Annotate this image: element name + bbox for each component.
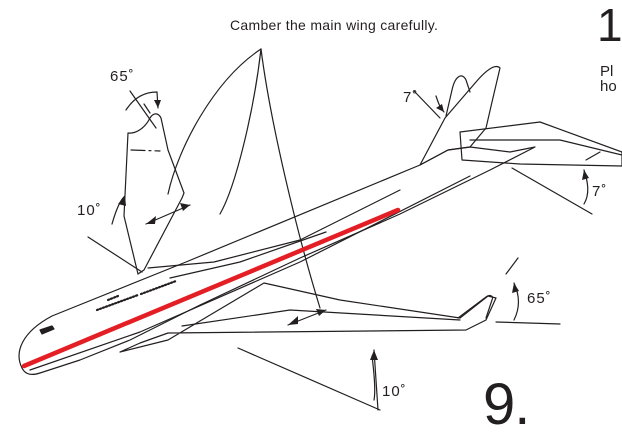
arrowhead: [118, 196, 126, 206]
right-main-wing: [119, 282, 497, 353]
stab-guide-1: [511, 167, 593, 215]
stabilizer-angle-label: 7˚: [592, 183, 608, 200]
tail-tip: [445, 75, 471, 117]
tail-guide-1: [413, 90, 441, 119]
arrowhead: [512, 283, 519, 293]
wing-root-fairing: [147, 189, 401, 269]
left-dihedral-angle-label: 10˚: [77, 202, 102, 219]
arrowhead: [154, 100, 161, 108]
stabilizer-inner: [469, 139, 622, 156]
windshield: [39, 325, 55, 335]
next-step-text-line1: Pl: [600, 63, 614, 80]
left-dihedral-arc: [111, 195, 126, 225]
camber-leader-2: [167, 48, 262, 195]
arrowhead: [582, 170, 589, 180]
arrowhead: [316, 309, 326, 316]
left-ground-line: [87, 236, 143, 273]
wing-root-fairing-2: [169, 231, 327, 279]
horizontal-stabilizer: [459, 121, 622, 167]
arrowhead: [146, 216, 156, 224]
right-sweep-angle-label: 65˚: [527, 290, 552, 307]
right-wing-inner-line: [181, 309, 461, 327]
arrowhead: [180, 203, 190, 211]
next-step-number: 1: [597, 0, 622, 51]
cabin-windows: [95, 279, 178, 312]
right-sweep-guide-2: [505, 257, 519, 275]
left-wing-fin: [123, 113, 185, 275]
right-dihedral-line: [237, 347, 381, 411]
arrowhead: [370, 350, 378, 360]
fuselage-keel: [29, 175, 471, 371]
camber-instruction: Camber the main wing carefully.: [230, 17, 439, 33]
arrowhead: [436, 104, 444, 112]
camber-leader-3: [260, 48, 321, 309]
red-fold-stripe: [21, 207, 401, 369]
right-sweep-guide: [495, 321, 561, 325]
left-sweep-guide: [129, 90, 157, 129]
step-number: 9.: [483, 372, 530, 434]
left-fin-dash: [130, 149, 161, 152]
left-sweep-arc: [125, 91, 159, 111]
stab-guide-2: [585, 151, 601, 161]
left-sweep-angle-label: 65˚: [110, 68, 135, 85]
right-dihedral-angle-label: 10˚: [382, 383, 407, 400]
left-sweep-guide-2: [143, 103, 151, 114]
tail-angle-label: 7˚: [403, 89, 419, 106]
fuselage-outline: [18, 146, 536, 375]
right-dihedral-arc: [371, 355, 376, 401]
vertical-tail-fin: [419, 65, 501, 166]
next-step-text-line2: ho: [600, 78, 617, 95]
camber-leader-1: [219, 48, 262, 215]
arrowhead: [288, 316, 298, 325]
right-winglet: [457, 294, 494, 319]
